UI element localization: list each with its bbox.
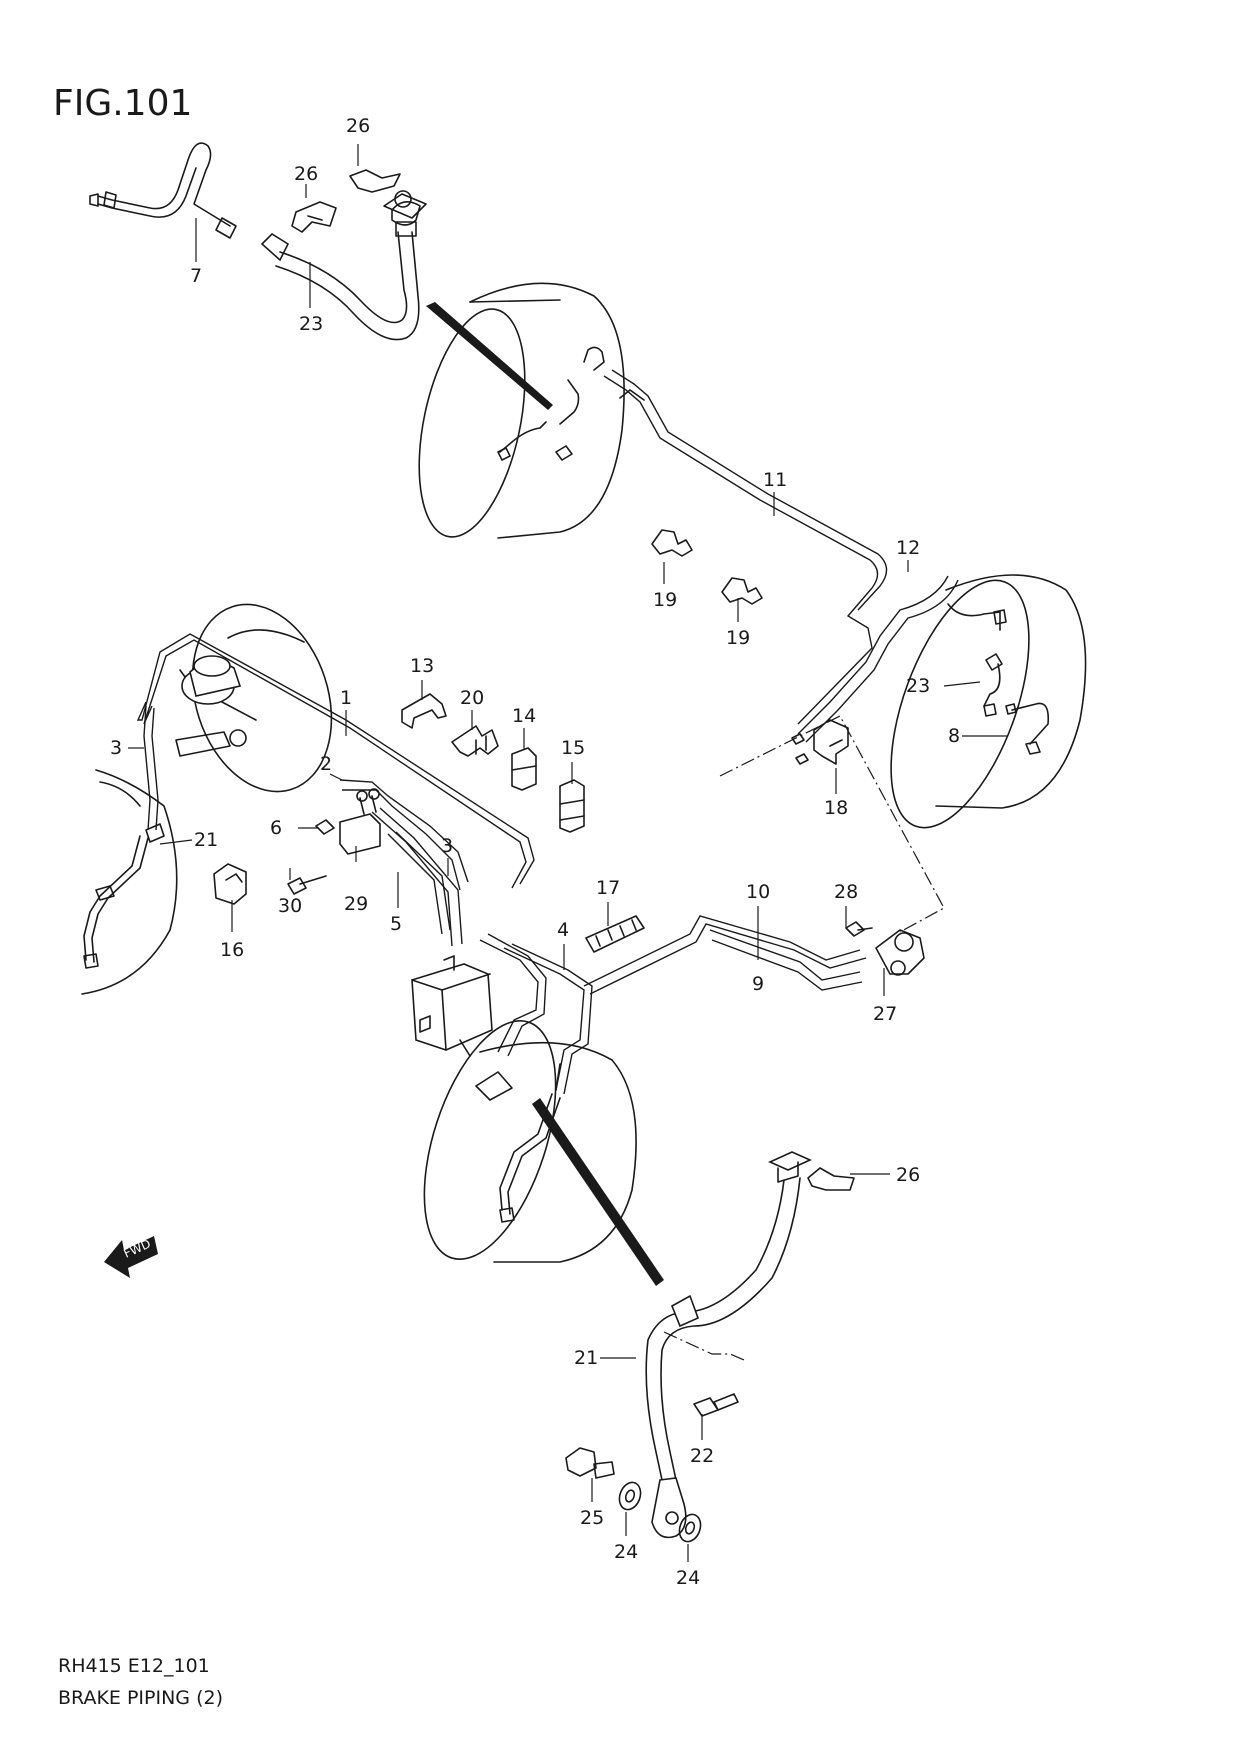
- callout-8: 8: [948, 725, 960, 747]
- clip-15: [559, 779, 585, 833]
- brake-hose-21-left: [83, 835, 149, 969]
- callout-labels: 7 26 26 23 11 12 19 19 23 8 18 13 20 14 …: [110, 115, 960, 1589]
- callout-21: 21: [574, 1347, 598, 1369]
- brake-pipe-3-center: [371, 807, 463, 947]
- clip-19-a: [651, 529, 693, 557]
- callout-5: 5: [390, 913, 402, 935]
- clip-13: [401, 693, 447, 729]
- clip-19-b: [721, 577, 763, 605]
- brake-pipe-3-left: [143, 705, 165, 843]
- clip-26-c: [807, 1167, 855, 1191]
- union-27: [875, 929, 925, 976]
- master-cylinder-booster: [175, 603, 333, 793]
- callout-20: 20: [460, 687, 484, 709]
- callout-9: 9: [752, 973, 764, 995]
- junction-block-29: [339, 788, 381, 855]
- callout-12: 12: [896, 537, 920, 559]
- brake-pipe-4: [479, 933, 593, 1095]
- diagram-code: RH415 E12_101: [58, 1655, 210, 1677]
- callout-26: 26: [346, 115, 370, 137]
- brake-pipe-5: [387, 831, 451, 935]
- callout-3: 3: [441, 835, 453, 857]
- front-left-wheel-arc: [81, 769, 178, 995]
- callout-24: 24: [676, 1567, 700, 1589]
- brake-pipe-11: [603, 369, 888, 725]
- callout-3: 3: [110, 737, 122, 759]
- callout-26: 26: [896, 1164, 920, 1186]
- callout-16: 16: [220, 939, 244, 961]
- callout-1: 1: [340, 687, 352, 709]
- clip-26-b: [349, 169, 401, 193]
- callout-14: 14: [512, 705, 536, 727]
- washer-24-b: [678, 1513, 702, 1543]
- callout-22: 22: [690, 1445, 714, 1467]
- callout-29: 29: [344, 893, 368, 915]
- washer-24-a: [618, 1481, 642, 1511]
- diagram-caption: BRAKE PIPING (2): [58, 1687, 223, 1709]
- bolt-25: [565, 1447, 615, 1479]
- brake-hose-23-upper: [260, 190, 427, 341]
- callout-2: 2: [320, 753, 332, 775]
- clip-20: [451, 725, 499, 757]
- callout-11: 11: [763, 469, 787, 491]
- callout-15: 15: [561, 737, 585, 759]
- callout-7: 7: [190, 265, 202, 287]
- wheel-front-left: [423, 1020, 664, 1286]
- fwd-arrow-icon: FWD: [104, 1236, 158, 1278]
- callout-6: 6: [270, 817, 282, 839]
- callout-21: 21: [194, 829, 218, 851]
- callout-23: 23: [299, 313, 323, 335]
- callout-leaders: [128, 144, 1008, 1562]
- callout-25: 25: [580, 1507, 604, 1529]
- callout-13: 13: [410, 655, 434, 677]
- callout-10: 10: [746, 881, 770, 903]
- abs-hydraulic-unit: [411, 955, 493, 1057]
- callout-24: 24: [614, 1541, 638, 1563]
- callout-28: 28: [834, 881, 858, 903]
- callout-27: 27: [873, 1003, 897, 1025]
- brake-pipe-7: [89, 142, 237, 239]
- callout-17: 17: [596, 877, 620, 899]
- clip-18: [813, 719, 849, 765]
- callout-19: 19: [726, 627, 750, 649]
- callout-19: 19: [653, 589, 677, 611]
- wheel-rear-left: [418, 282, 625, 539]
- brake-hose-21-lower: [645, 1151, 812, 1539]
- clip-26-a: [291, 201, 337, 233]
- callout-18: 18: [824, 797, 848, 819]
- clip-14: [511, 747, 537, 791]
- brake-pipe-1: [136, 633, 535, 889]
- brake-pipe-9: [709, 929, 863, 991]
- clip-16: [213, 863, 247, 905]
- brake-pipe-12: [791, 575, 959, 765]
- figure-title: FIG.101: [53, 83, 192, 124]
- callout-23: 23: [906, 675, 930, 697]
- callout-26: 26: [294, 163, 318, 185]
- bolt-30: [287, 875, 327, 895]
- bolt-28: [845, 921, 873, 937]
- bolt-6: [315, 819, 335, 835]
- clip-17: [585, 915, 645, 953]
- brake-pipe-10: [583, 915, 867, 995]
- bolt-22: [693, 1393, 739, 1417]
- callout-30: 30: [278, 895, 302, 917]
- wheel-rear-right: [890, 574, 1087, 829]
- callout-4: 4: [557, 919, 569, 941]
